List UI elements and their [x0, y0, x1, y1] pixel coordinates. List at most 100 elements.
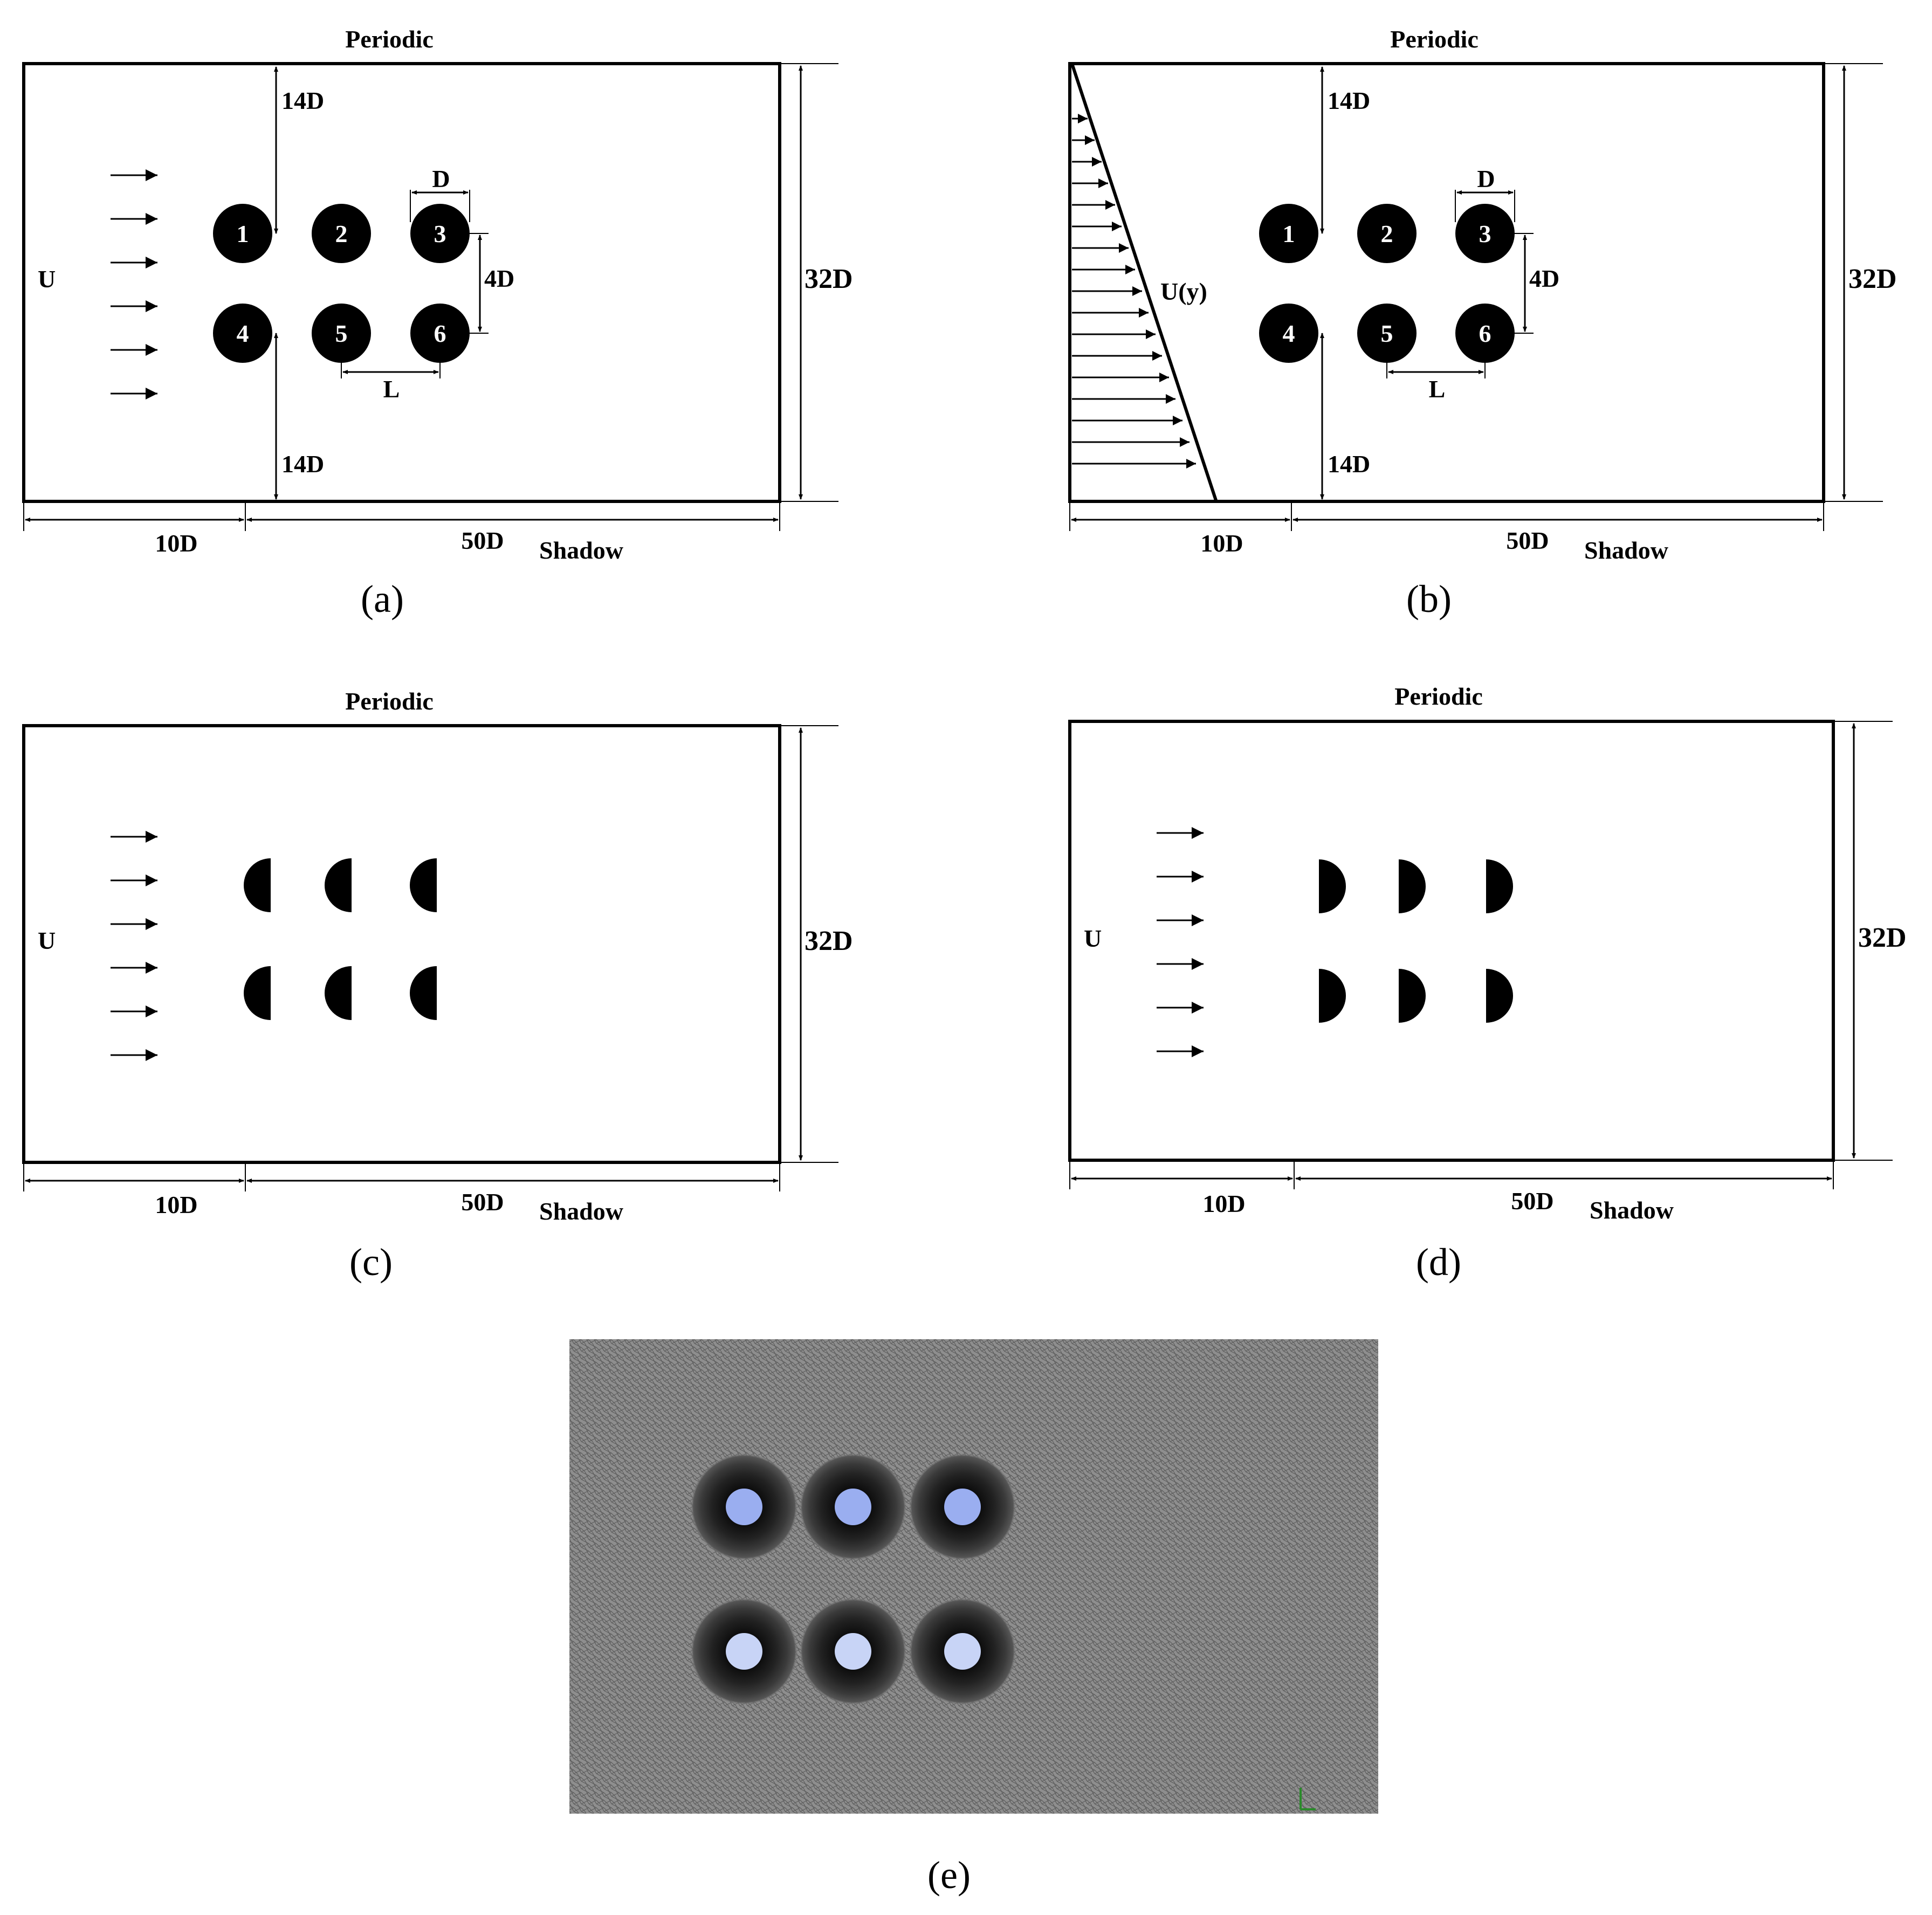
dim-4d-label-a: 4D — [484, 265, 514, 292]
half-cylinder — [1319, 859, 1346, 913]
cylinder-1 — [1259, 204, 1318, 263]
cylinders-b: 1 2 3 4 5 6 — [1259, 204, 1515, 363]
mesh-cylinder — [944, 1489, 981, 1525]
caption-c: (c) — [349, 1241, 393, 1284]
dim-10d-label-b: 10D — [1200, 529, 1243, 557]
panel-a: Periodic U 1 2 3 4 5 6 14D — [22, 25, 853, 621]
dim-14d-bottom-label-b: 14D — [1328, 450, 1370, 478]
inflow-arrows-a — [111, 169, 157, 399]
mesh-refinement-rings — [690, 1453, 1016, 1705]
domain-box-b — [1068, 62, 1825, 503]
panel-e: (e) — [569, 1339, 1378, 1897]
cylinder-4 — [213, 304, 272, 363]
dim-d-label-b: D — [1477, 165, 1495, 192]
velocity-label-d: U — [1084, 925, 1102, 952]
cylinder-6 — [410, 304, 470, 363]
dim-l-label-b: L — [1429, 375, 1446, 403]
mesh-cylinders — [726, 1489, 981, 1670]
mesh-cylinder — [944, 1633, 981, 1670]
half-cylinder — [244, 966, 271, 1020]
panel-c: Periodic U 32D 10D 50D Shadow — [22, 687, 853, 1284]
domain-box-d — [1068, 720, 1835, 1162]
half-cylinder — [1399, 859, 1426, 913]
dim-14d-top-label-b: 14D — [1328, 87, 1370, 114]
domain-box-a — [22, 62, 781, 503]
half-cylinder — [325, 966, 352, 1020]
dim-d-label-a: D — [432, 165, 450, 192]
cylinder-number: 3 — [1479, 220, 1491, 247]
dim-10d-label-c: 10D — [155, 1191, 197, 1218]
half-cylinder — [1486, 969, 1513, 1023]
half-cylinder — [1319, 969, 1346, 1023]
periodic-label-d: Periodic — [1394, 683, 1483, 710]
dim-32d-label-c: 32D — [805, 926, 853, 956]
half-cylinder — [325, 858, 352, 912]
cylinder-6 — [1455, 304, 1515, 363]
cylinder-3 — [1455, 204, 1515, 263]
velocity-label-a: U — [38, 265, 56, 293]
cylinder-number: 6 — [434, 320, 446, 347]
panel-d: Periodic U 32D 10D 50D Shadow — [1068, 683, 1907, 1284]
mesh-domain — [569, 1339, 1378, 1814]
cylinder-number: 4 — [237, 320, 249, 347]
half-cylinder — [244, 858, 271, 912]
shadow-label-a: Shadow — [539, 536, 623, 564]
cylinder-1 — [213, 204, 272, 263]
dim-l-label-a: L — [383, 375, 400, 403]
cylinder-2 — [312, 204, 371, 263]
cylinder-3 — [410, 204, 470, 263]
cylinder-number: 5 — [1381, 320, 1393, 347]
shear-profile-line — [1070, 63, 1218, 501]
cylinder-5 — [1357, 304, 1417, 363]
periodic-label-b: Periodic — [1390, 25, 1479, 53]
dim-14d-top-label-a: 14D — [281, 87, 324, 114]
caption-d: (d) — [1416, 1241, 1461, 1284]
mesh-cylinder — [835, 1489, 871, 1525]
dim-50d-label-a: 50D — [461, 527, 504, 554]
dim-50d-label-d: 50D — [1511, 1187, 1553, 1215]
cylinder-number: 1 — [237, 220, 249, 247]
cylinder-number: 5 — [335, 320, 348, 347]
dim-14d-bottom-label-a: 14D — [281, 450, 324, 478]
half-cylinder — [410, 858, 437, 912]
half-cylinder — [1399, 969, 1426, 1023]
panel-b: Periodic U(y) — [1068, 25, 1897, 621]
cylinder-number: 6 — [1479, 320, 1491, 347]
cylinder-number: 4 — [1283, 320, 1295, 347]
caption-b: (b) — [1406, 577, 1452, 621]
domain-box-c — [22, 724, 781, 1164]
shear-profile-arrows — [1072, 114, 1196, 469]
cylinder-number: 1 — [1283, 220, 1295, 247]
half-cylinder — [1486, 859, 1513, 913]
cylinder-number: 2 — [1381, 220, 1393, 247]
mesh-cylinder — [726, 1633, 762, 1670]
caption-a: (a) — [361, 577, 404, 621]
dim-10d-label-d: 10D — [1202, 1190, 1245, 1217]
dim-32d-label-a: 32D — [805, 264, 853, 294]
cylinder-4 — [1259, 304, 1318, 363]
mesh-cylinder — [835, 1633, 871, 1670]
dim-32d-label-b: 32D — [1848, 264, 1897, 294]
inflow-arrows-c — [111, 831, 157, 1061]
dim-50d-label-b: 50D — [1506, 527, 1549, 554]
half-cylinder — [410, 966, 437, 1020]
dim-10d-label-a: 10D — [155, 529, 197, 557]
cylinder-5 — [312, 304, 371, 363]
half-cylinders-c — [244, 858, 437, 1020]
cylinders-a: 1 2 3 4 5 6 — [213, 204, 470, 363]
half-cylinders-d — [1319, 859, 1513, 1023]
shadow-label-c: Shadow — [539, 1197, 623, 1225]
cylinder-number: 3 — [434, 220, 446, 247]
shear-velocity-label: U(y) — [1160, 278, 1207, 305]
cylinder-2 — [1357, 204, 1417, 263]
shadow-label-b: Shadow — [1584, 536, 1668, 564]
inflow-arrows-d — [1157, 827, 1204, 1057]
dim-32d-label-d: 32D — [1858, 922, 1907, 953]
periodic-label-c: Periodic — [345, 687, 434, 715]
axis-triad-icon — [1300, 1788, 1316, 1810]
dim-50d-label-c: 50D — [461, 1188, 504, 1216]
dim-4d-label-b: 4D — [1529, 265, 1559, 292]
velocity-label-c: U — [38, 927, 56, 954]
cylinder-number: 2 — [335, 220, 348, 247]
